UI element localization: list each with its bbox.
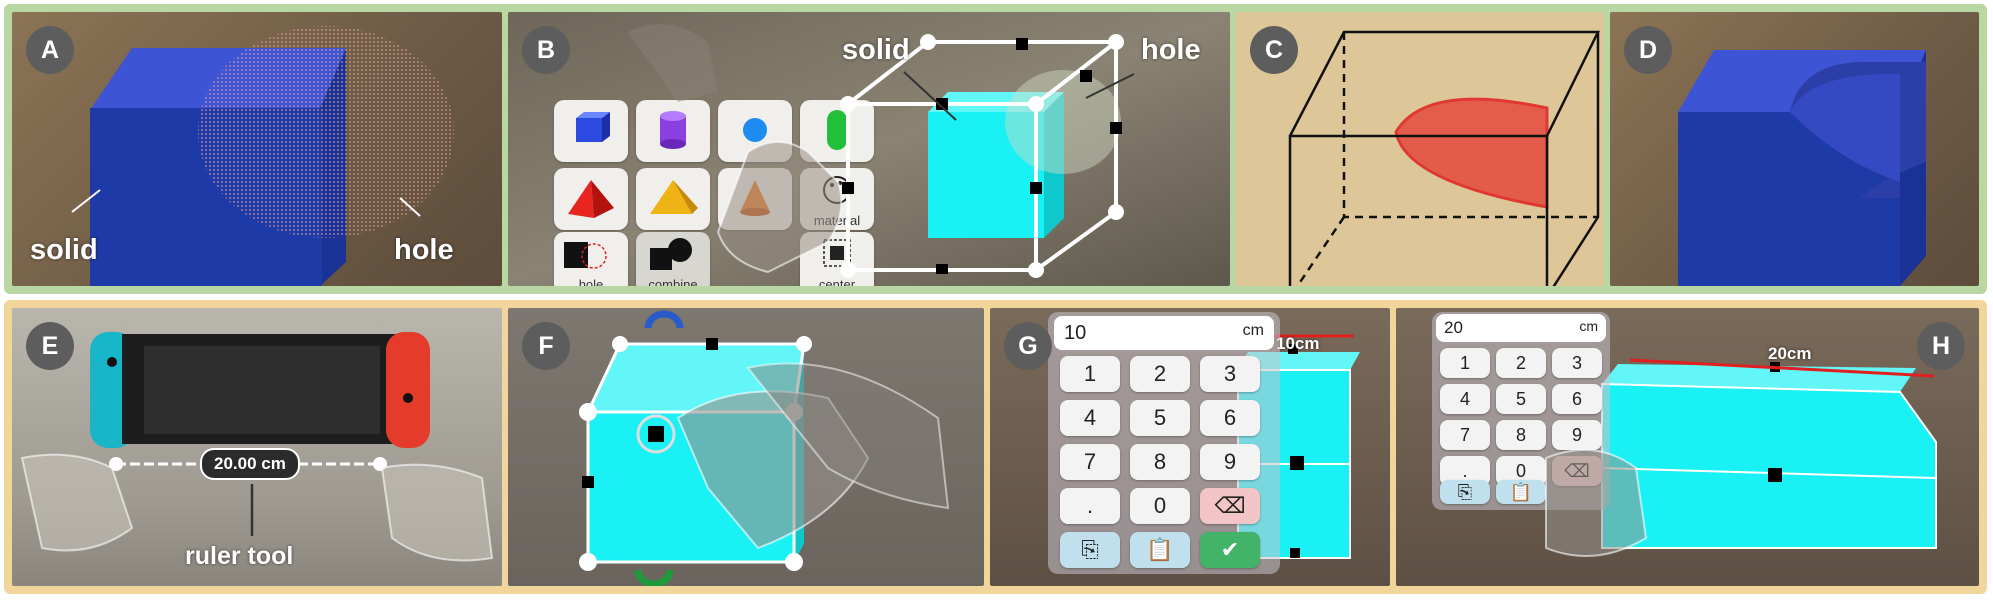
copy-icon[interactable]: ⎘ xyxy=(1440,480,1490,504)
dimension-label: 20cm xyxy=(1768,344,1812,363)
panel-badge: C xyxy=(1250,26,1298,74)
hole-section xyxy=(1394,97,1549,209)
panel-h: H 20cm 20 cm 1 2 3 4 5 6 7 8 9 . 0 ⌫ ⎘ xyxy=(1396,308,1979,586)
key-9[interactable]: 9 xyxy=(1552,420,1602,450)
solid-label: solid xyxy=(842,34,910,66)
key-5[interactable]: 5 xyxy=(1496,384,1546,414)
paste-icon[interactable]: 📋 xyxy=(1130,532,1190,568)
panel-badge: B xyxy=(522,26,570,74)
confirm-check-icon[interactable]: ✔ xyxy=(1200,532,1260,568)
combine-menu-label: combine xyxy=(648,277,698,286)
key-5[interactable]: 5 xyxy=(1130,400,1190,436)
key-1[interactable]: 1 xyxy=(1060,356,1120,392)
center-menu-label: center xyxy=(818,277,856,286)
key-2[interactable]: 2 xyxy=(1496,348,1546,378)
copy-icon[interactable]: ⎘ xyxy=(1060,532,1120,568)
key-6[interactable]: 6 xyxy=(1552,384,1602,414)
paste-icon[interactable]: 📋 xyxy=(1496,480,1546,504)
hole-label: hole xyxy=(1141,34,1201,66)
ruler-tool-label: ruler tool xyxy=(185,542,294,570)
game-console-scene xyxy=(20,332,494,562)
key-3[interactable]: 3 xyxy=(1552,348,1602,378)
rotate-scale-scene xyxy=(579,310,950,586)
hole-sphere xyxy=(198,26,454,238)
menu-tile-combine[interactable]: combine xyxy=(636,232,710,286)
console-screen xyxy=(144,346,380,434)
solid-label: solid xyxy=(30,234,98,266)
ruler-readout: 20.00 cm xyxy=(200,448,300,480)
key-8[interactable]: 8 xyxy=(1130,444,1190,480)
key-7[interactable]: 7 xyxy=(1060,444,1120,480)
wireframe-diagram xyxy=(1288,30,1601,286)
backspace-icon[interactable]: ⌫ xyxy=(1200,488,1260,524)
key-6[interactable]: 6 xyxy=(1200,400,1260,436)
key-3[interactable]: 3 xyxy=(1200,356,1260,392)
key-2[interactable]: 2 xyxy=(1130,356,1190,392)
numpad-display[interactable]: 20 cm xyxy=(1436,314,1606,342)
key-8[interactable]: 8 xyxy=(1496,420,1546,450)
dimension-label: 10cm xyxy=(1276,334,1320,353)
panel-badge: A xyxy=(26,26,74,74)
menu-tile-hole[interactable]: hole xyxy=(554,232,628,286)
hand-overlay xyxy=(628,24,843,274)
hole-callout-line xyxy=(1085,73,1135,99)
bottom-row-frame: E 20.00 cm ruler tool F xyxy=(4,300,1987,594)
numpad-display[interactable]: 10 cm xyxy=(1054,316,1274,350)
hole-label: hole xyxy=(394,234,454,266)
key-4[interactable]: 4 xyxy=(1440,384,1490,414)
hole-menu-label: hole xyxy=(578,277,604,286)
cyan-cube-front xyxy=(928,112,1044,238)
key-4[interactable]: 4 xyxy=(1060,400,1120,436)
key-7[interactable]: 7 xyxy=(1440,420,1490,450)
key-0[interactable]: 0 xyxy=(1130,488,1190,524)
rotate-handle-bottom xyxy=(634,569,674,586)
numpad-unit: cm xyxy=(1579,318,1598,334)
numpad-unit: cm xyxy=(1242,322,1264,339)
menu-tile-pyramid-yellow[interactable] xyxy=(636,168,710,230)
key-decimal[interactable]: . xyxy=(1060,488,1120,524)
combined-result-scene xyxy=(1678,50,1926,286)
hole-callout-line xyxy=(399,197,421,217)
bounding-box-scene xyxy=(840,34,1135,278)
top-row-frame: A solid hole B xyxy=(4,4,1987,294)
numpad-value: 10 xyxy=(1064,322,1087,344)
panel-e: E 20.00 cm ruler tool xyxy=(12,308,502,586)
panel-a: A solid hole xyxy=(12,12,502,286)
solid-callout-line xyxy=(71,189,101,213)
solid-callout-line xyxy=(903,71,957,121)
hand-overlay xyxy=(1545,449,1648,557)
cyan-cube-side xyxy=(1044,92,1064,238)
menu-tile-cube[interactable] xyxy=(554,100,628,162)
grab-ring xyxy=(636,414,676,454)
menu-tile-capsule[interactable] xyxy=(800,100,874,162)
solid-hole-scene xyxy=(71,26,454,286)
menu-tile-pyramid-red[interactable] xyxy=(554,168,628,230)
panel-badge: D xyxy=(1624,26,1672,74)
key-1[interactable]: 1 xyxy=(1440,348,1490,378)
panel-badge: F xyxy=(522,322,570,370)
right-joycon xyxy=(386,332,430,448)
panel-d: D xyxy=(1610,12,1979,286)
key-9[interactable]: 9 xyxy=(1200,444,1260,480)
cyan-cube-front xyxy=(1602,384,1936,548)
panel-g: G 10cm 10 cm 1 2 3 4 5 6 7 8 9 . 0 ⌫ ⎘ xyxy=(990,308,1390,586)
rotate-handle-top xyxy=(644,310,684,329)
dimension-line xyxy=(1629,358,1935,378)
panel-c: C xyxy=(1236,12,1604,286)
panel-badge: G xyxy=(1004,322,1052,370)
panel-b: B material hole xyxy=(508,12,1230,286)
panel-f: F xyxy=(508,308,984,586)
panel-badge: E xyxy=(26,322,74,370)
numpad-value: 20 xyxy=(1444,318,1463,337)
menu-tile-cylinder[interactable] xyxy=(636,100,710,162)
numpad-panel: 10 cm 1 2 3 4 5 6 7 8 9 . 0 ⌫ ⎘ 📋 ✔ xyxy=(1048,312,1280,574)
panel-badge: H xyxy=(1917,322,1965,370)
